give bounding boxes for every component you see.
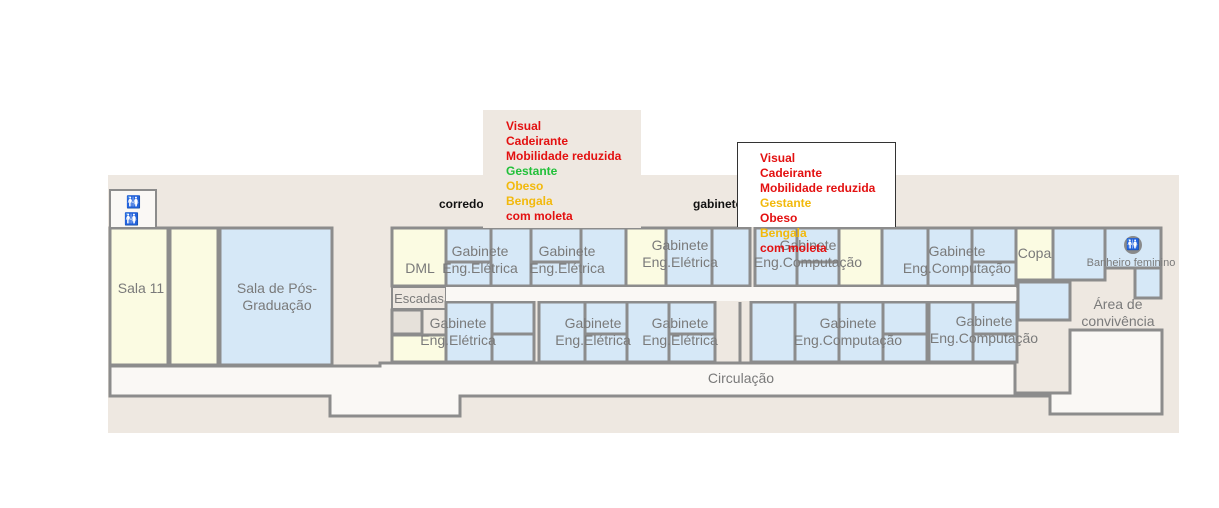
corredor-popup-item: Bengala [506, 194, 553, 208]
gabinetes-popup-item: Visual [760, 151, 796, 165]
gabinete-top-5b [926, 226, 974, 288]
gabinetes-popup-item: Obeso [760, 211, 798, 225]
corredor-popup-item: Gestante [506, 164, 558, 178]
label-gabinete-bot-5: Gabinete Eng.Computação [929, 313, 1039, 346]
label-escadas: Escadas [394, 291, 444, 306]
label-dml: DML [405, 260, 435, 276]
corredor-popup-background [483, 110, 641, 228]
restroom-box [109, 189, 157, 229]
corredor-popup-item: Cadeirante [506, 134, 569, 148]
corridor-center [446, 287, 1016, 301]
gabinetes-popup-item: Bengala [760, 226, 807, 240]
gabinete-top-2b [579, 226, 628, 288]
label-gabinete-bot-4: Gabinete Eng.Computação [793, 315, 903, 348]
label-copa: Copa [1017, 245, 1052, 261]
gabinete-top-3b [710, 226, 752, 288]
gabinete-top-1a [444, 226, 493, 288]
gabinete-top-4a [753, 226, 799, 288]
gabinete-bot-5b [971, 300, 1019, 364]
gabinete-bot-4a [749, 300, 797, 364]
corredor-tag[interactable]: corredor [439, 197, 489, 211]
label-gabinete-top-5: Gabinete Eng.Computação [902, 243, 1012, 276]
room-sala-11 [108, 226, 170, 367]
restroom-icon: 🚻 [124, 212, 139, 226]
label-gabinete-bot-3: Gabinete Eng.Elétrica [642, 315, 718, 348]
label-gabinete-bot-2: Gabinete Eng.Elétrica [555, 315, 631, 348]
gabinete-top-5c [970, 226, 1018, 288]
room-small-right [1133, 266, 1163, 300]
corredor-popup-item: com moleta [506, 209, 573, 223]
gabinete-bot-4b [793, 300, 841, 364]
label-gabinete-top-3: Gabinete Eng.Elétrica [642, 237, 718, 270]
label-gabinete-top-4: Gabinete Eng.Computação [753, 237, 863, 270]
label-gabinete-top-1: Gabinete Eng.Elétrica [442, 243, 518, 276]
label-gabinete-bot-1: Gabinete Eng.Elétrica [420, 315, 496, 348]
gabinete-bot-3b [667, 300, 717, 364]
gabinetes-popup-item: Mobilidade reduzida [760, 181, 876, 195]
room-dml [390, 226, 448, 288]
yellow-top-1 [624, 226, 668, 288]
corredor-popup-item: Visual [506, 119, 542, 133]
label-area-convivencia: Área de convivência [1081, 296, 1155, 329]
label-banheiro-feminino: Banheiro feminino [1086, 257, 1176, 269]
gabinetes-popup-item: Cadeirante [760, 166, 823, 180]
corredor-popup-item: Obeso [506, 179, 544, 193]
stair-block [390, 308, 424, 336]
gabinete-top-1b [489, 226, 533, 288]
gabinetes-tag[interactable]: gabinetes [693, 197, 750, 211]
gabinete-top-5a [880, 226, 930, 288]
room-copa [1014, 226, 1055, 282]
gabinetes-popup-background [737, 142, 896, 227]
gabinete-top-6 [1051, 226, 1107, 282]
gabinete-bot-1b [490, 300, 536, 364]
label-gabinete-top-2: Gabinete Eng.Elétrica [529, 243, 605, 276]
label-pos-graduacao: Sala de Pós- Graduação [236, 280, 318, 313]
gabinete-bot-4d [881, 300, 929, 364]
female-restroom-icon: 🚻 [1124, 236, 1142, 254]
corredor-popup-item: Mobilidade reduzida [506, 149, 622, 163]
label-circulacao: Circulação [707, 370, 775, 386]
gabinete-top-3a [664, 226, 714, 288]
room-small-yellow [168, 226, 220, 367]
restroom-icon: 🚻 [126, 195, 141, 209]
room-pos-graduacao [218, 226, 334, 367]
gabinetes-popup-item: com moleta [760, 241, 827, 255]
yellow-top-2 [837, 226, 884, 288]
label-sala-11: Sala 11 [117, 280, 165, 296]
gabinetes-popup-item: Gestante [760, 196, 812, 210]
